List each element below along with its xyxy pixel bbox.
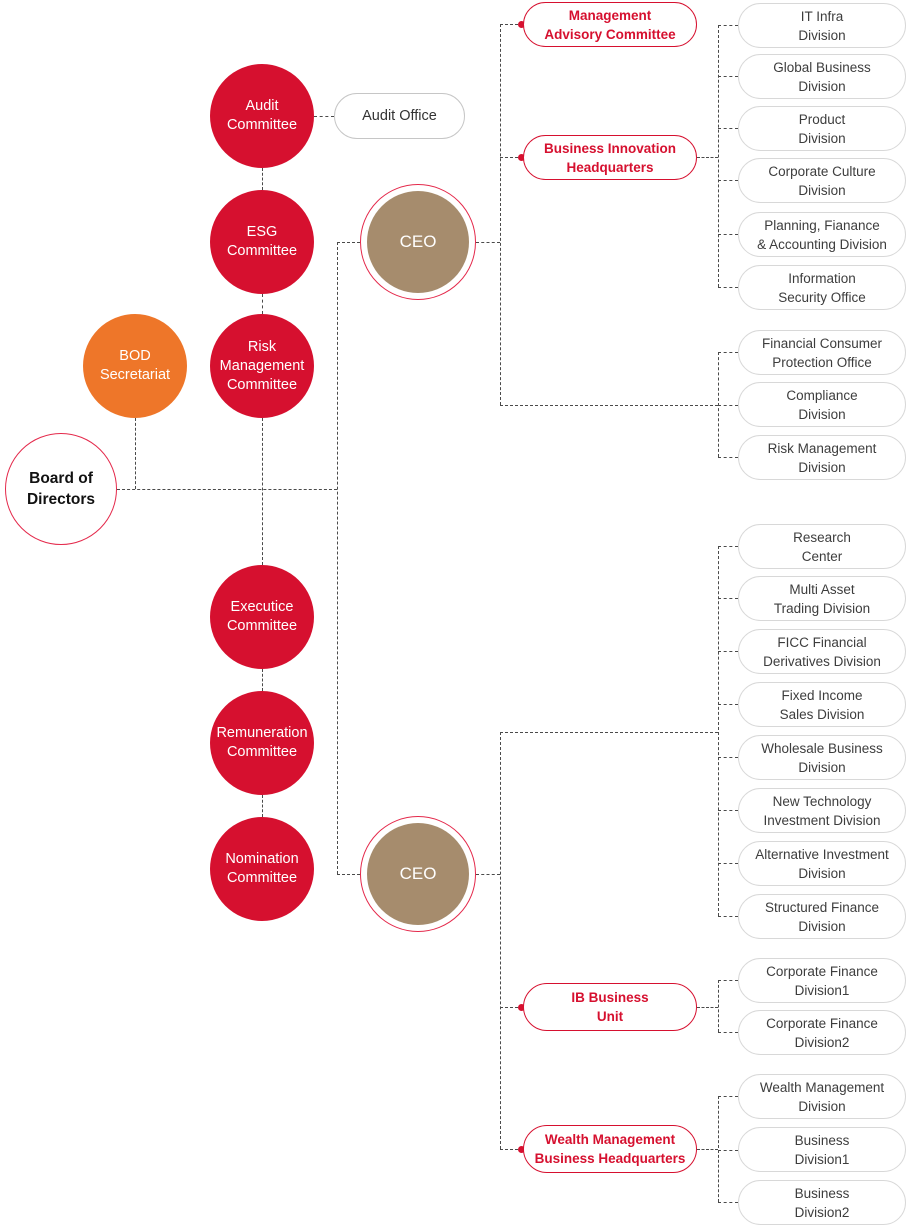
node-division: Compliance Division xyxy=(738,382,906,427)
node-division: New Technology Investment Division xyxy=(738,788,906,833)
node-division: Corporate Finance Division2 xyxy=(738,1010,906,1055)
connector-to-wm-headquarters xyxy=(500,1149,518,1150)
connector-ceo-bottom-right xyxy=(476,874,500,875)
bracket-stub xyxy=(718,76,738,77)
node-esg-committee: ESG Committee xyxy=(210,190,314,294)
connector-secretariat-down xyxy=(135,418,136,489)
node-division: Wholesale Business Division xyxy=(738,735,906,780)
bracket-stub xyxy=(718,810,738,811)
connector-remuneration-nomination xyxy=(262,795,263,817)
bracket-business-innovation xyxy=(718,25,719,287)
node-division: FICC Financial Derivatives Division xyxy=(738,629,906,674)
bracket-stub xyxy=(718,25,738,26)
node-ceo-bottom: CEO xyxy=(360,816,476,932)
node-division: Financial Consumer Protection Office xyxy=(738,330,906,375)
node-management-advisory-committee: Management Advisory Committee xyxy=(523,2,697,47)
node-division: Risk Management Division xyxy=(738,435,906,480)
bracket-stub xyxy=(718,598,738,599)
connector-ceo-top-spine xyxy=(500,24,501,405)
connector-ib-to-bracket xyxy=(697,1007,718,1008)
node-division: Global Business Division xyxy=(738,54,906,99)
connector-to-business-innovation xyxy=(500,157,518,158)
node-division: Information Security Office xyxy=(738,265,906,310)
connector-executive-remuneration xyxy=(262,669,263,691)
bracket-stub xyxy=(718,704,738,705)
node-wealth-management-headquarters: Wealth Management Business Headquarters xyxy=(523,1125,697,1173)
connector-dot xyxy=(518,21,525,28)
bracket-ib xyxy=(718,980,719,1032)
bracket-stub xyxy=(718,916,738,917)
node-division: Research Center xyxy=(738,524,906,569)
node-business-innovation-headquarters: Business Innovation Headquarters xyxy=(523,135,697,180)
connector-bod-to-trunk xyxy=(117,489,337,490)
bracket-stub xyxy=(718,234,738,235)
ceo-label: CEO xyxy=(367,191,469,293)
node-division: Structured Finance Division xyxy=(738,894,906,939)
connector-business-innovation-to-bracket xyxy=(697,157,718,158)
node-division: Corporate Culture Division xyxy=(738,158,906,203)
node-division: Fixed Income Sales Division xyxy=(738,682,906,727)
bracket-stub xyxy=(718,287,738,288)
bracket-stub xyxy=(718,863,738,864)
connector-ceo-bottom-spine xyxy=(500,732,501,1149)
node-audit-committee: Audit Committee xyxy=(210,64,314,168)
node-ib-business-unit: IB Business Unit xyxy=(523,983,697,1031)
node-bod-secretariat: BOD Secretariat xyxy=(83,314,187,418)
connector-esg-risk xyxy=(262,294,263,314)
bracket-stub xyxy=(718,128,738,129)
bracket-stub xyxy=(718,1032,738,1033)
bracket-stub xyxy=(718,1150,738,1151)
bracket-stub xyxy=(718,352,738,353)
bracket-stub xyxy=(718,546,738,547)
node-board-of-directors: Board of Directors xyxy=(5,433,117,545)
connector-audit-esg xyxy=(262,168,263,190)
node-division: Planning, Fianance & Accounting Division xyxy=(738,212,906,257)
node-division: Business Division2 xyxy=(738,1180,906,1225)
bracket-stub xyxy=(718,757,738,758)
node-audit-office: Audit Office xyxy=(334,93,465,139)
connector-wm-to-bracket xyxy=(697,1149,718,1150)
ceo-label: CEO xyxy=(367,823,469,925)
connector-main-trunk xyxy=(337,242,338,874)
connector-risk-executive xyxy=(262,418,263,565)
bracket-stub xyxy=(718,405,738,406)
node-ceo-top: CEO xyxy=(360,184,476,300)
connector-dot xyxy=(518,1146,525,1153)
node-division: Multi Asset Trading Division xyxy=(738,576,906,621)
connector-trunk-to-ceo-bottom xyxy=(337,874,360,875)
connector-to-control-group xyxy=(500,405,718,406)
node-division: Corporate Finance Division1 xyxy=(738,958,906,1003)
node-division: Product Division xyxy=(738,106,906,151)
bracket-control xyxy=(718,352,719,457)
connector-audit-to-audit-office xyxy=(314,116,334,117)
connector-to-sales-trading-group xyxy=(500,732,718,733)
node-division: Business Division1 xyxy=(738,1127,906,1172)
bracket-stub xyxy=(718,457,738,458)
bracket-stub xyxy=(718,980,738,981)
bracket-sales-trading xyxy=(718,546,719,916)
bracket-wm xyxy=(718,1096,719,1202)
connector-dot xyxy=(518,1004,525,1011)
node-risk-management-committee: Risk Management Committee xyxy=(210,314,314,418)
node-nomination-committee: Nomination Committee xyxy=(210,817,314,921)
connector-ceo-top-right xyxy=(476,242,500,243)
node-division: Wealth Management Division xyxy=(738,1074,906,1119)
bracket-stub xyxy=(718,1096,738,1097)
node-remuneration-committee: Remuneration Committee xyxy=(210,691,314,795)
node-division: Alternative Investment Division xyxy=(738,841,906,886)
node-executive-committee: Executice Committee xyxy=(210,565,314,669)
connector-trunk-to-ceo-top xyxy=(337,242,360,243)
bracket-stub xyxy=(718,180,738,181)
connector-to-management-advisory xyxy=(500,24,518,25)
bracket-stub xyxy=(718,1202,738,1203)
connector-to-ib-business xyxy=(500,1007,518,1008)
node-division: IT Infra Division xyxy=(738,3,906,48)
bracket-stub xyxy=(718,651,738,652)
connector-dot xyxy=(518,154,525,161)
